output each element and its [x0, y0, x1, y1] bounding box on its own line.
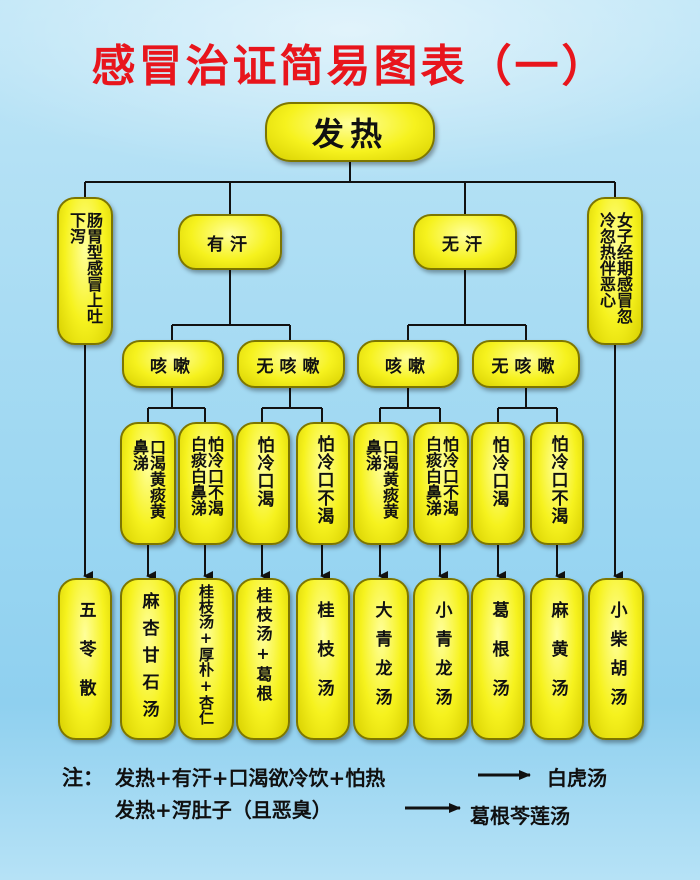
node-symptom-1-label: 口渴黄痰黄鼻涕 — [130, 438, 166, 519]
node-symptom-7-label: 怕冷口渴 — [488, 436, 509, 508]
node-no-cough-2: 无咳嗽 — [472, 340, 580, 388]
node-without-sweat: 无汗 — [413, 214, 517, 270]
note-result-2: 葛根芩莲汤 — [470, 804, 570, 828]
node-symptom-1: 口渴黄痰黄鼻涕 — [120, 422, 176, 545]
node-with-sweat-label: 有汗 — [207, 234, 253, 255]
node-symptom-2: 怕冷口不渴白痰白鼻涕 — [178, 422, 234, 545]
note-line-1: 发热+有汗+口渴欲冷饮+怕热 — [115, 766, 386, 790]
node-cough-1: 咳嗽 — [122, 340, 224, 388]
remedy-guizhi-gegen: 桂枝汤+葛根 — [236, 578, 290, 740]
node-without-sweat-label: 无汗 — [442, 234, 488, 255]
node-symptom-4-label: 怕冷口不渴 — [313, 434, 334, 525]
node-cough-2: 咳嗽 — [357, 340, 459, 388]
remedy-xiaoqinglong: 小青龙汤 — [413, 578, 469, 740]
remedy-daqinglong-label: 大青龙汤 — [371, 601, 392, 717]
node-cough-1-label: 咳嗽 — [150, 356, 196, 377]
node-fever-label: 发热 — [311, 115, 388, 153]
remedy-guizhi-label: 桂枝汤 — [313, 600, 334, 718]
node-symptom-8-label: 怕冷口不渴 — [547, 434, 568, 525]
remedy-wuling: 五苓散 — [58, 578, 112, 740]
page-title: 感冒治证简易图表（一） — [91, 41, 609, 92]
node-fever: 发热 — [265, 102, 435, 162]
node-symptom-6-label: 怕冷口不渴白痰白鼻涕 — [423, 436, 459, 516]
node-symptom-8: 怕冷口不渴 — [530, 422, 584, 545]
remedy-guizhi-houpo-label: 桂枝汤+厚朴+杏仁 — [197, 584, 215, 725]
node-symptom-6: 怕冷口不渴白痰白鼻涕 — [413, 422, 469, 545]
note-result-1: 白虎汤 — [547, 766, 607, 790]
node-symptom-2-label: 怕冷口不渴白痰白鼻涕 — [188, 436, 224, 516]
note-label: 注： — [62, 766, 104, 790]
remedy-guizhi-gegen-label: 桂枝汤+葛根 — [253, 586, 273, 704]
node-no-cough-2-label: 无咳嗽 — [491, 356, 561, 377]
node-no-cough-1: 无咳嗽 — [237, 340, 345, 388]
node-symptom-3-label: 怕冷口渴 — [253, 436, 274, 508]
remedy-mahuang-label: 麻黄汤 — [547, 600, 568, 718]
remedy-gegen: 葛根汤 — [471, 578, 525, 740]
node-with-sweat: 有汗 — [178, 214, 282, 270]
node-symptom-4: 怕冷口不渴 — [296, 422, 350, 545]
remedy-xiaochaihu-label: 小柴胡汤 — [606, 601, 627, 717]
remedy-daqinglong: 大青龙汤 — [353, 578, 409, 740]
node-symptom-3: 怕冷口渴 — [236, 422, 290, 545]
node-symptom-5-label: 口渴黄痰黄鼻涕 — [363, 438, 399, 519]
remedy-mahuang: 麻黄汤 — [530, 578, 584, 740]
note-line-2: 发热+泻肚子（且恶臭） — [115, 798, 332, 822]
remedy-maxing: 麻杏甘石汤 — [120, 578, 176, 740]
node-symptom-5: 口渴黄痰黄鼻涕 — [353, 422, 409, 545]
node-no-cough-1-label: 无咳嗽 — [256, 356, 326, 377]
remedy-xiaochaihu: 小柴胡汤 — [588, 578, 644, 740]
remedy-guizhi-houpo: 桂枝汤+厚朴+杏仁 — [178, 578, 234, 740]
node-menstrual-cold: 女子经期感冒忽冷忽热伴恶心 — [587, 197, 643, 345]
remedy-gegen-label: 葛根汤 — [488, 600, 509, 718]
node-cough-2-label: 咳嗽 — [385, 356, 431, 377]
node-gastro-cold: 肠胃型感冒上吐下泻 — [57, 197, 113, 345]
remedy-maxing-label: 麻杏甘石汤 — [138, 591, 159, 727]
node-menstrual-cold-label: 女子经期感冒忽冷忽热伴恶心 — [597, 212, 633, 324]
remedy-guizhi: 桂枝汤 — [296, 578, 350, 740]
node-symptom-7: 怕冷口渴 — [471, 422, 525, 545]
remedy-wuling-label: 五苓散 — [75, 600, 96, 718]
node-gastro-cold-label: 肠胃型感冒上吐下泻 — [67, 212, 103, 324]
remedy-xiaoqinglong-label: 小青龙汤 — [431, 601, 452, 717]
